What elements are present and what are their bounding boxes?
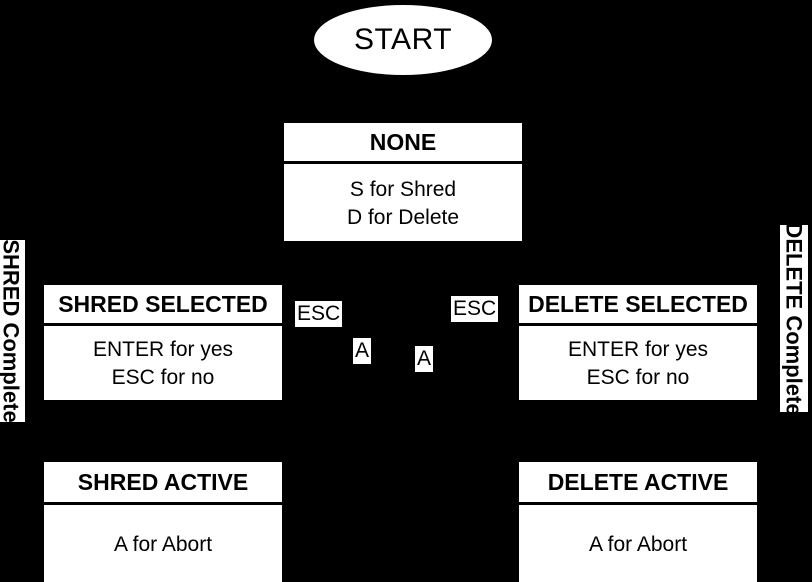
- edge-label-delete-complete-text: DELETE Complete: [782, 225, 808, 412]
- state-box-shred-selected[interactable]: SHRED SELECTED ENTER for yes ESC for no: [44, 285, 282, 400]
- edge-label-abort-left: A: [353, 338, 372, 364]
- state-box-shred-active[interactable]: SHRED ACTIVE A for Abort: [44, 462, 282, 582]
- start-node[interactable]: START: [314, 5, 492, 75]
- start-node-label: START: [353, 23, 453, 56]
- edge-label-shred-complete-text: SHRED Complete: [0, 240, 25, 422]
- edge-label-shred-complete: SHRED Complete: [0, 240, 25, 422]
- state-line: ESC for no: [111, 366, 215, 389]
- state-body-none: S for Shred D for Delete: [284, 164, 522, 241]
- state-title-delete-active: DELETE ACTIVE: [519, 462, 757, 505]
- state-line: A for Abort: [113, 532, 213, 556]
- edge-label-esc-right: ESC: [451, 296, 499, 322]
- state-title-delete-selected: DELETE SELECTED: [519, 285, 757, 326]
- edge-label-esc-left: ESC: [295, 301, 343, 327]
- state-title-shred-selected: SHRED SELECTED: [44, 285, 282, 326]
- state-line: ENTER for yes: [567, 338, 709, 362]
- state-line: A for Abort: [588, 532, 688, 556]
- edge-label-delete-complete: DELETE Complete: [780, 225, 808, 412]
- state-body-delete-selected: ENTER for yes ESC for no: [519, 326, 757, 400]
- state-line: ENTER for yes: [92, 338, 234, 362]
- state-line: D for Delete: [346, 205, 460, 229]
- state-box-none[interactable]: NONE S for Shred D for Delete: [284, 123, 522, 241]
- state-body-delete-active: A for Abort: [519, 505, 757, 582]
- state-title-shred-active: SHRED ACTIVE: [44, 462, 282, 505]
- state-box-delete-selected[interactable]: DELETE SELECTED ENTER for yes ESC for no: [519, 285, 757, 400]
- state-body-shred-active: A for Abort: [44, 505, 282, 582]
- state-line: ESC for no: [586, 366, 690, 389]
- state-title-none: NONE: [284, 123, 522, 164]
- state-body-shred-selected: ENTER for yes ESC for no: [44, 326, 282, 400]
- edge-label-abort-right: A: [415, 346, 434, 372]
- state-line: S for Shred: [349, 177, 457, 201]
- state-box-delete-active[interactable]: DELETE ACTIVE A for Abort: [519, 462, 757, 582]
